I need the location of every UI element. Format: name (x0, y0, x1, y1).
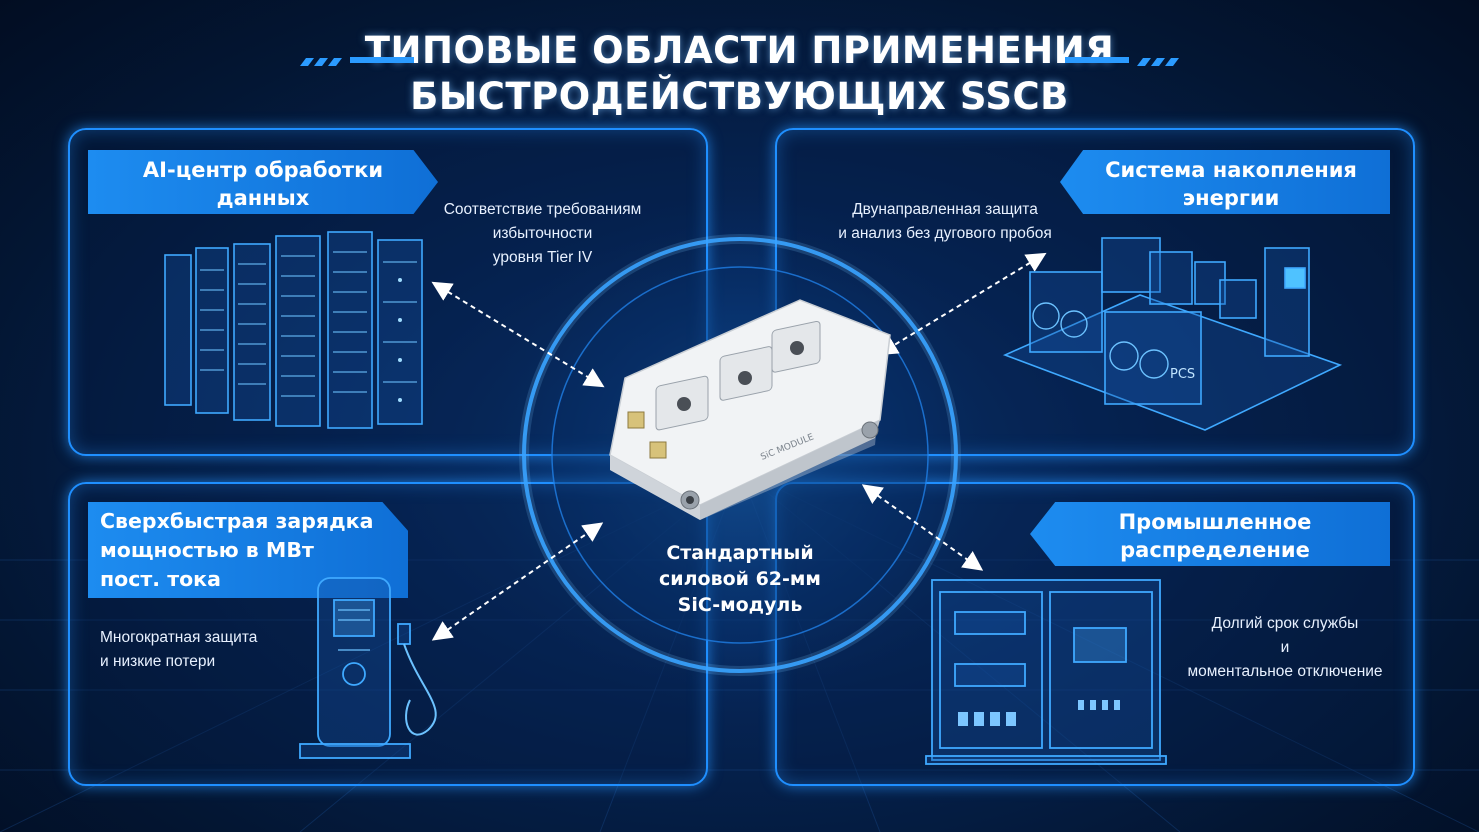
label-industrial-distribution-line1: Промышленное распределение (1118, 510, 1312, 562)
center-caption-line1: Стандартный (666, 542, 814, 564)
center-caption-line3: SiC-модуль (677, 594, 803, 616)
label-fast-charging-line3: пост. тока (100, 567, 221, 591)
desc-fast-charging: Многократная защита и низкие потери (100, 626, 300, 674)
arrow-bottom-left (431, 522, 604, 641)
arrow-top-right (877, 252, 1047, 356)
page-title-line2: БЫСТРОДЕЙСТВУЮЩИХ SSCB (410, 75, 1069, 118)
pcs-label: PCS (1170, 367, 1195, 382)
desc-ai-datacenter-line1: Соответствие требованиям (443, 201, 642, 218)
label-fast-charging-line1: Сверхбыстрая зарядка (100, 509, 374, 533)
desc-industrial-distribution-line3: моментальное отключение (1187, 663, 1383, 680)
desc-ai-datacenter: Соответствие требованиям избыточности ур… (420, 198, 665, 270)
page-title-line1: ТИПОВЫЕ ОБЛАСТИ ПРИМЕНЕНИЯ (364, 29, 1115, 72)
desc-industrial-distribution: Долгий срок службы и моментальное отключ… (1165, 612, 1405, 684)
label-energy-storage-line1: Система накопления энергии (1105, 158, 1357, 210)
arrow-top-left (431, 281, 605, 388)
center-caption: Стандартный силовой 62-мм SiC-модуль (640, 540, 840, 618)
title-decoration (300, 57, 1179, 66)
label-ai-datacenter-line1: AI-центр обработки данных (142, 158, 384, 210)
desc-energy-storage-line1: Двунаправленная защита (852, 201, 1038, 218)
desc-industrial-distribution-line2: и (1280, 639, 1290, 656)
label-industrial-distribution: Промышленное распределение энергии пост.… (1030, 502, 1390, 566)
label-fast-charging-line2: мощностью в МВт (100, 538, 314, 562)
desc-energy-storage: Двунаправленная защита и анализ без дуго… (815, 198, 1075, 246)
desc-fast-charging-line1: Многократная защита (100, 629, 258, 646)
desc-ai-datacenter-line3: уровня Tier IV (492, 249, 593, 266)
label-ai-datacenter: AI-центр обработки данных 800 В пост. то… (88, 150, 438, 214)
desc-ai-datacenter-line2: избыточности (492, 225, 593, 242)
label-energy-storage: Система накопления энергии BDU пост. ток… (1060, 150, 1390, 214)
label-fast-charging: Сверхбыстрая зарядка мощностью в МВт пос… (88, 502, 408, 598)
desc-energy-storage-line2: и анализ без дугового пробоя (838, 225, 1052, 242)
desc-industrial-distribution-line1: Долгий срок службы (1211, 615, 1359, 632)
center-caption-line2: силовой 62-мм (659, 568, 821, 590)
arrow-bottom-right (861, 484, 984, 571)
desc-fast-charging-line2: и низкие потери (100, 653, 216, 670)
